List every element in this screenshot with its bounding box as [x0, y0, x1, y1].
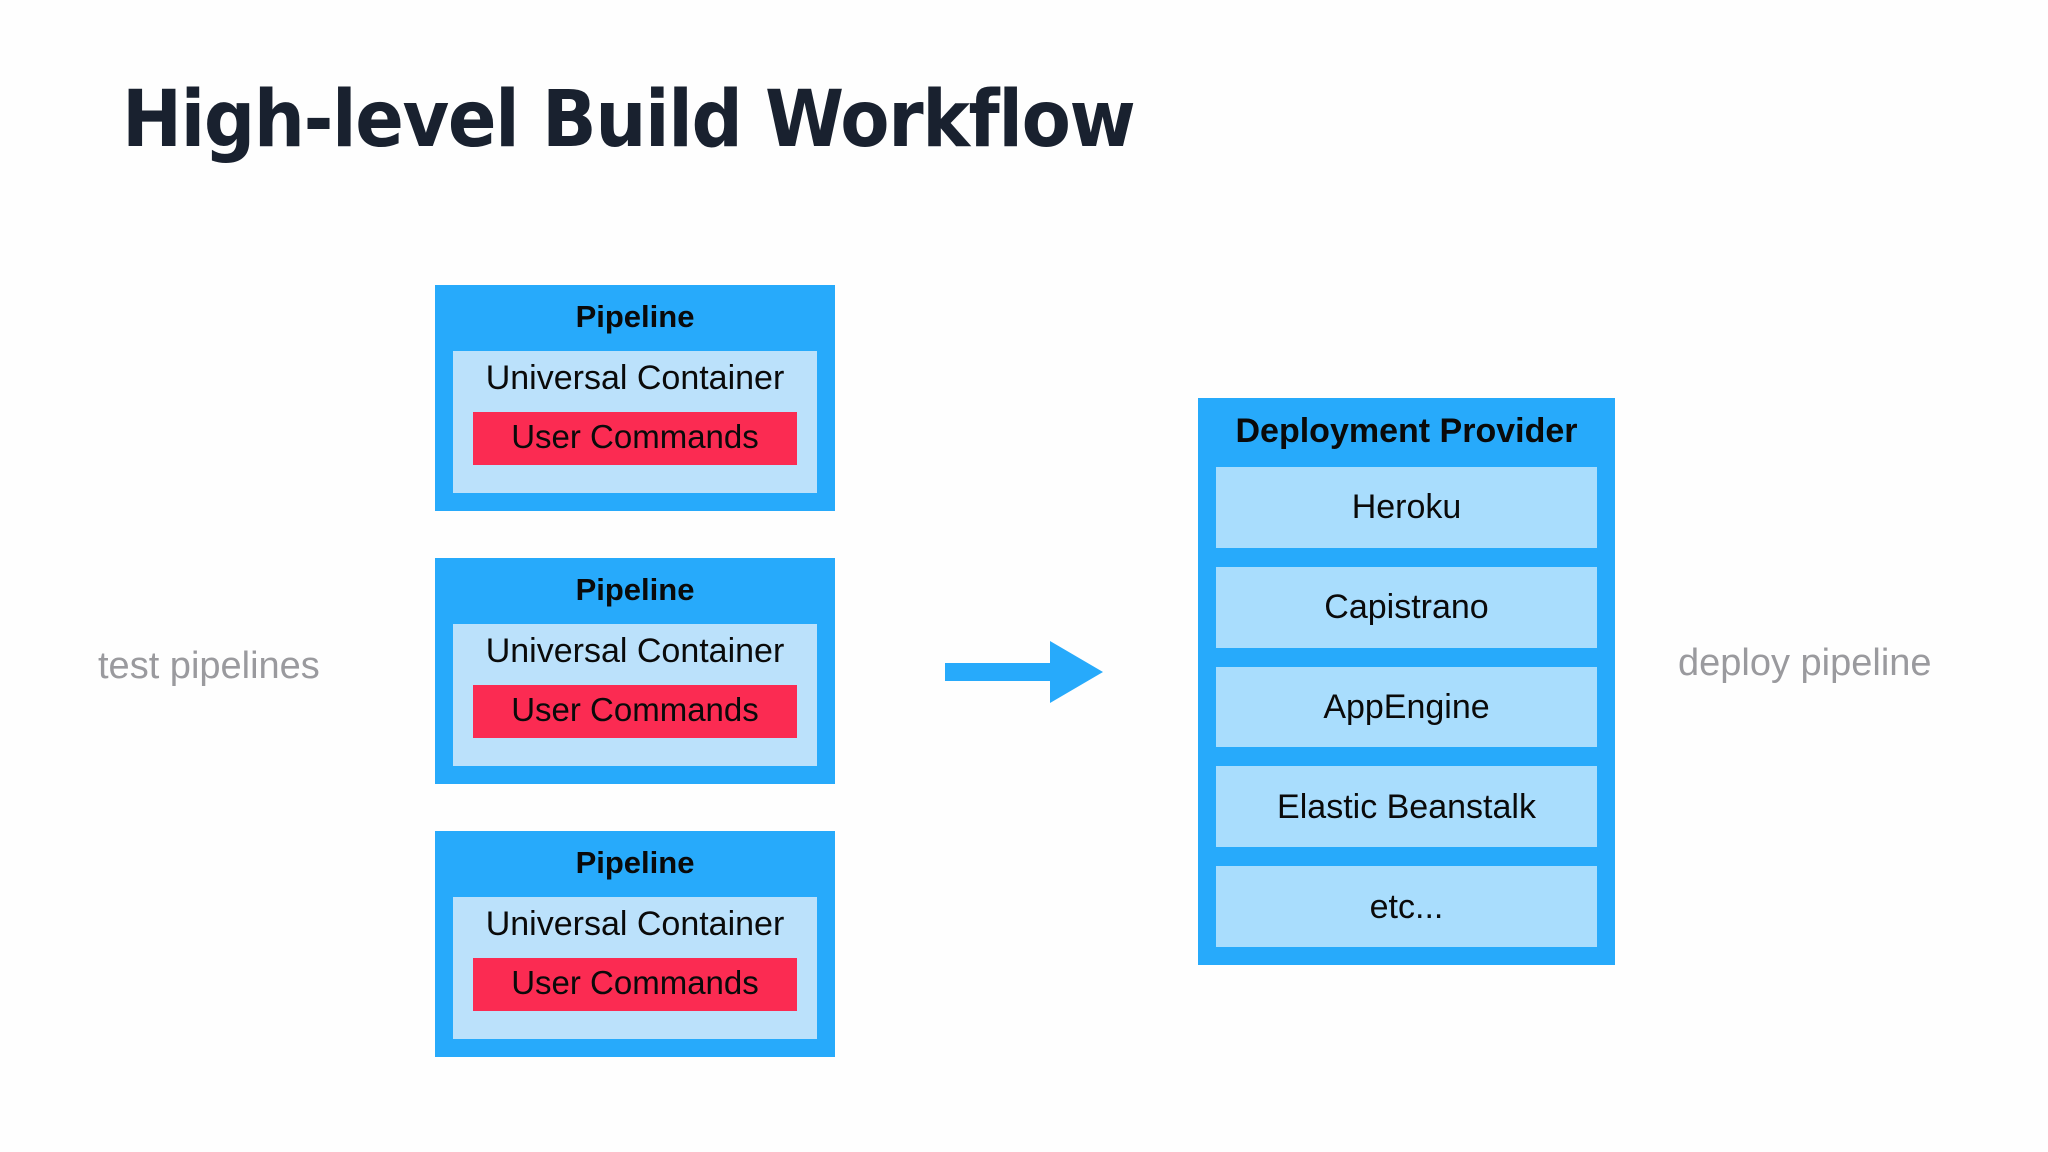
provider-label: AppEngine [1323, 687, 1490, 726]
universal-container-box[interactable]: Universal Container User Commands [453, 351, 817, 493]
provider-label: etc... [1369, 887, 1444, 926]
pipeline-title: Pipeline [575, 845, 695, 880]
provider-label: Elastic Beanstalk [1277, 787, 1536, 826]
pipeline-box[interactable]: Pipeline Universal Container User Comman… [435, 285, 835, 511]
pipeline-column: Pipeline Universal Container User Comman… [435, 285, 835, 1057]
universal-container-label: Universal Container [485, 359, 785, 397]
caption-deploy-pipeline: deploy pipeline [1678, 642, 1932, 684]
deployment-provider-list: Heroku Capistrano AppEngine Elastic Bean… [1216, 467, 1597, 947]
pipeline-title: Pipeline [575, 572, 695, 607]
provider-label: Heroku [1351, 488, 1462, 527]
user-commands-box[interactable]: User Commands [473, 685, 797, 738]
universal-container-label: Universal Container [485, 905, 785, 943]
list-item[interactable]: Capistrano [1216, 566, 1597, 648]
user-commands-label: User Commands [511, 418, 759, 455]
user-commands-label: User Commands [511, 691, 759, 728]
list-item[interactable]: Heroku [1216, 467, 1597, 548]
pipeline-box[interactable]: Pipeline Universal Container User Comman… [435, 558, 835, 784]
list-item[interactable]: etc... [1216, 866, 1597, 947]
provider-label: Capistrano [1324, 588, 1489, 627]
pipeline-box[interactable]: Pipeline Universal Container User Comman… [435, 831, 835, 1057]
pipeline-title: Pipeline [575, 299, 695, 334]
user-commands-box[interactable]: User Commands [473, 958, 797, 1011]
list-item[interactable]: AppEngine [1216, 666, 1597, 748]
universal-container-box[interactable]: Universal Container User Commands [453, 624, 817, 766]
deployment-provider-box[interactable]: Deployment Provider Heroku Capistrano Ap… [1198, 398, 1615, 965]
deployment-provider-title: Deployment Provider [1235, 412, 1578, 450]
page-title: High-level Build Workflow [122, 75, 1136, 165]
list-item[interactable]: Elastic Beanstalk [1216, 766, 1597, 848]
universal-container-box[interactable]: Universal Container User Commands [453, 897, 817, 1039]
universal-container-label: Universal Container [485, 632, 785, 670]
user-commands-label: User Commands [511, 964, 759, 1001]
caption-test-pipelines: test pipelines [98, 645, 320, 687]
arrow-right-icon [945, 641, 1103, 703]
user-commands-box[interactable]: User Commands [473, 412, 797, 465]
